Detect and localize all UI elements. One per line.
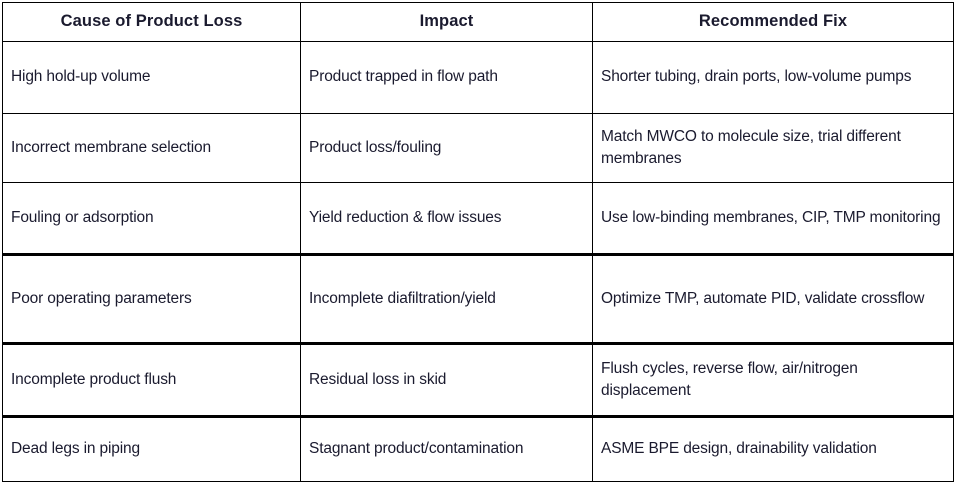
cell-text: Yield reduction & flow issues <box>309 208 502 226</box>
cell-cause: Dead legs in piping <box>2 416 301 482</box>
cell-text: ASME BPE design, drainability validation <box>601 440 877 458</box>
column-header-impact: Impact <box>300 2 593 42</box>
cell-text: Match MWCO to molecule size, trial diffe… <box>601 127 901 167</box>
column-header-cause: Cause of Product Loss <box>2 2 301 42</box>
cell-text: Product trapped in flow path <box>309 68 498 86</box>
column-header-fix: Recommended Fix <box>592 2 954 42</box>
cell-cause: Incorrect membrane selection <box>2 113 301 183</box>
cell-fix: Flush cycles, reverse flow, air/nitrogen… <box>592 343 954 418</box>
cell-fix: Optimize TMP, automate PID, validate cro… <box>592 254 954 345</box>
cell-fix: Use low-binding membranes, CIP, TMP moni… <box>592 182 954 256</box>
cell-cause: High hold-up volume <box>2 41 301 114</box>
cell-impact: Residual loss in skid <box>300 343 593 418</box>
table-header-row: Cause of Product Loss Impact Recommended… <box>2 2 954 42</box>
cell-text: Stagnant product/contamination <box>309 440 524 458</box>
cell-impact: Product trapped in flow path <box>300 41 593 114</box>
cell-text: Use low-binding membranes, CIP, TMP moni… <box>601 208 941 226</box>
cell-text: Residual loss in skid <box>309 370 447 388</box>
table-row: Incorrect membrane selection Product los… <box>2 113 954 183</box>
cell-impact: Stagnant product/contamination <box>300 416 593 482</box>
cell-text: Incomplete diafiltration/yield <box>309 289 496 307</box>
table-row: Poor operating parameters Incomplete dia… <box>2 254 954 345</box>
cell-impact: Incomplete diafiltration/yield <box>300 254 593 345</box>
cell-text: Flush cycles, reverse flow, air/nitrogen… <box>601 359 858 399</box>
cell-fix: Shorter tubing, drain ports, low-volume … <box>592 41 954 114</box>
cell-impact: Yield reduction & flow issues <box>300 182 593 256</box>
table-row: Fouling or adsorption Yield reduction & … <box>2 182 954 256</box>
cell-cause: Poor operating parameters <box>2 254 301 345</box>
cell-text: Fouling or adsorption <box>11 208 154 226</box>
table-row: Incomplete product flush Residual loss i… <box>2 343 954 418</box>
table-header: Cause of Product Loss Impact Recommended… <box>2 2 954 42</box>
table-body: High hold-up volume Product trapped in f… <box>2 41 954 482</box>
cell-text: Poor operating parameters <box>11 289 192 307</box>
cell-text: Incorrect membrane selection <box>11 138 211 156</box>
cell-impact: Product loss/fouling <box>300 113 593 183</box>
cell-cause: Fouling or adsorption <box>2 182 301 256</box>
table-row: Dead legs in piping Stagnant product/con… <box>2 416 954 482</box>
cell-text: Dead legs in piping <box>11 440 140 458</box>
cell-text: Optimize TMP, automate PID, validate cro… <box>601 289 925 307</box>
cell-text: Shorter tubing, drain ports, low-volume … <box>601 68 912 86</box>
cell-text: Incomplete product flush <box>11 370 177 388</box>
cell-text: Product loss/fouling <box>309 138 442 156</box>
cell-fix: Match MWCO to molecule size, trial diffe… <box>592 113 954 183</box>
cell-text: High hold-up volume <box>11 68 151 86</box>
cell-cause: Incomplete product flush <box>2 343 301 418</box>
cell-fix: ASME BPE design, drainability validation <box>592 416 954 482</box>
table-row: High hold-up volume Product trapped in f… <box>2 41 954 114</box>
